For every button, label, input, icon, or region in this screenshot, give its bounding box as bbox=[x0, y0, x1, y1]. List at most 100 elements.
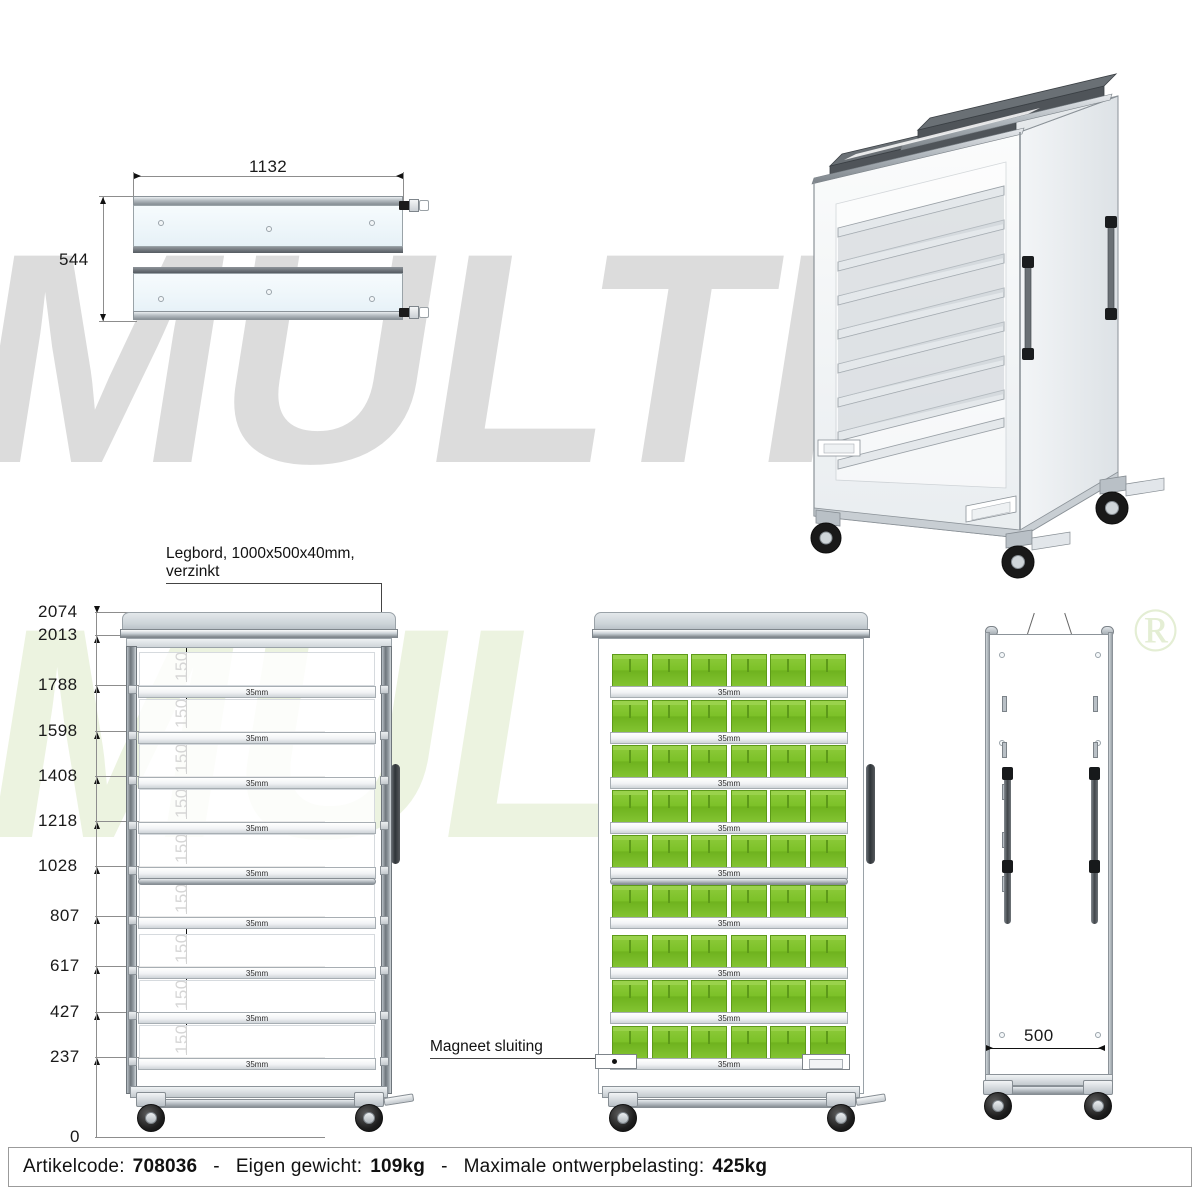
center-shelf-thickness: 35mm bbox=[717, 1014, 741, 1023]
bin-lip bbox=[731, 886, 766, 890]
storage-bin[interactable] bbox=[691, 980, 727, 1015]
storage-bin[interactable] bbox=[612, 745, 648, 780]
front-caster-brake-pedal[interactable] bbox=[383, 1093, 415, 1106]
storage-bin[interactable] bbox=[691, 790, 727, 825]
bin-lip bbox=[692, 886, 726, 890]
storage-bin[interactable] bbox=[651, 1026, 688, 1061]
storage-bin[interactable] bbox=[612, 935, 648, 970]
bin-lip bbox=[810, 1027, 845, 1031]
storage-bin[interactable] bbox=[651, 980, 688, 1015]
bin-row bbox=[612, 980, 846, 1015]
storage-bin[interactable] bbox=[651, 935, 688, 970]
front-shelf-3 bbox=[138, 777, 376, 789]
side-handle-right[interactable] bbox=[1091, 774, 1098, 924]
storage-bin[interactable] bbox=[809, 745, 846, 780]
storage-bin[interactable] bbox=[809, 835, 846, 870]
bin-lip bbox=[771, 981, 805, 985]
storage-bin[interactable] bbox=[691, 745, 727, 780]
storage-bin[interactable] bbox=[809, 654, 846, 689]
bin-lip bbox=[771, 746, 805, 750]
storage-bin[interactable] bbox=[612, 980, 648, 1015]
center-shelf-thickness: 35mm bbox=[717, 969, 741, 978]
storage-bin[interactable] bbox=[651, 885, 688, 920]
storage-bin[interactable] bbox=[651, 654, 688, 689]
bin-lip bbox=[810, 836, 845, 840]
bin-lip bbox=[692, 655, 726, 659]
storage-bin[interactable] bbox=[691, 935, 727, 970]
storage-bin[interactable] bbox=[809, 885, 846, 920]
top-view-body bbox=[133, 196, 429, 321]
storage-bin[interactable] bbox=[612, 835, 648, 870]
storage-bin[interactable] bbox=[651, 790, 688, 825]
side-caster-left bbox=[981, 1080, 1015, 1126]
front-shelf-4 bbox=[138, 822, 376, 834]
bin-lip bbox=[731, 791, 766, 795]
bin-lip bbox=[692, 1027, 726, 1031]
bin-lip bbox=[613, 791, 647, 795]
storage-bin[interactable] bbox=[770, 790, 806, 825]
side-handle-left[interactable] bbox=[1004, 774, 1011, 924]
storage-bin[interactable] bbox=[809, 980, 846, 1015]
top-view-depth-dim: 544 bbox=[59, 250, 89, 269]
center-caster-brake-pedal[interactable] bbox=[855, 1093, 887, 1106]
front-shelf-thickness-4: 35mm bbox=[245, 824, 269, 833]
storage-bin[interactable] bbox=[612, 700, 648, 735]
storage-bin[interactable] bbox=[691, 885, 727, 920]
storage-bin[interactable] bbox=[691, 700, 727, 735]
storage-bin[interactable] bbox=[730, 654, 767, 689]
dim-500: 500 bbox=[1024, 1026, 1054, 1045]
storage-bin[interactable] bbox=[770, 885, 806, 920]
storage-bin[interactable] bbox=[691, 835, 727, 870]
storage-bin[interactable] bbox=[612, 654, 648, 689]
storage-bin[interactable] bbox=[730, 885, 767, 920]
bin-lip bbox=[613, 701, 647, 705]
front-door-handle[interactable] bbox=[391, 764, 400, 864]
front-base-bar bbox=[140, 1099, 378, 1108]
storage-bin[interactable] bbox=[770, 745, 806, 780]
storage-bin[interactable] bbox=[730, 1026, 767, 1061]
center-shelf bbox=[610, 917, 848, 929]
storage-bin[interactable] bbox=[612, 790, 648, 825]
front-caster-left bbox=[134, 1092, 168, 1138]
storage-bin[interactable] bbox=[770, 835, 806, 870]
storage-bin[interactable] bbox=[691, 654, 727, 689]
center-shelf-thickness: 35mm bbox=[717, 734, 741, 743]
center-shelf bbox=[610, 777, 848, 789]
center-base-bar bbox=[612, 1099, 850, 1108]
bin-row bbox=[612, 885, 846, 920]
storage-bin[interactable] bbox=[770, 654, 806, 689]
storage-bin[interactable] bbox=[730, 835, 767, 870]
storage-bin[interactable] bbox=[730, 790, 767, 825]
bin-row bbox=[612, 654, 846, 689]
storage-bin[interactable] bbox=[809, 790, 846, 825]
front-shelf-thickness-9: 35mm bbox=[245, 1060, 269, 1069]
bin-lip bbox=[731, 981, 766, 985]
storage-bin[interactable] bbox=[809, 935, 846, 970]
dim-2074: 2074 bbox=[38, 602, 78, 621]
storage-bin[interactable] bbox=[612, 885, 648, 920]
center-door-handle[interactable] bbox=[866, 764, 875, 864]
storage-bin[interactable] bbox=[730, 745, 767, 780]
storage-bin[interactable] bbox=[770, 980, 806, 1015]
storage-bin[interactable] bbox=[730, 700, 767, 735]
storage-bin[interactable] bbox=[730, 935, 767, 970]
registered-trademark-icon: ® bbox=[1132, 597, 1180, 665]
bin-lip bbox=[613, 836, 647, 840]
storage-bin[interactable] bbox=[651, 700, 688, 735]
storage-bin[interactable] bbox=[651, 745, 688, 780]
front-top-rail bbox=[120, 629, 398, 638]
storage-bin[interactable] bbox=[770, 1026, 806, 1061]
bin-lip bbox=[692, 746, 726, 750]
storage-bin[interactable] bbox=[651, 835, 688, 870]
storage-bin[interactable] bbox=[691, 1026, 727, 1061]
storage-bin[interactable] bbox=[809, 700, 846, 735]
front-shelf-7 bbox=[138, 967, 376, 979]
storage-bin[interactable] bbox=[730, 980, 767, 1015]
bin-lip bbox=[731, 936, 766, 940]
dim-1408: 1408 bbox=[38, 766, 78, 785]
center-shelf-thickness: 35mm bbox=[717, 1060, 741, 1069]
storage-bin[interactable] bbox=[770, 935, 806, 970]
bin-lip bbox=[652, 655, 687, 659]
storage-bin[interactable] bbox=[770, 700, 806, 735]
dim-2013: 2013 bbox=[38, 625, 78, 644]
